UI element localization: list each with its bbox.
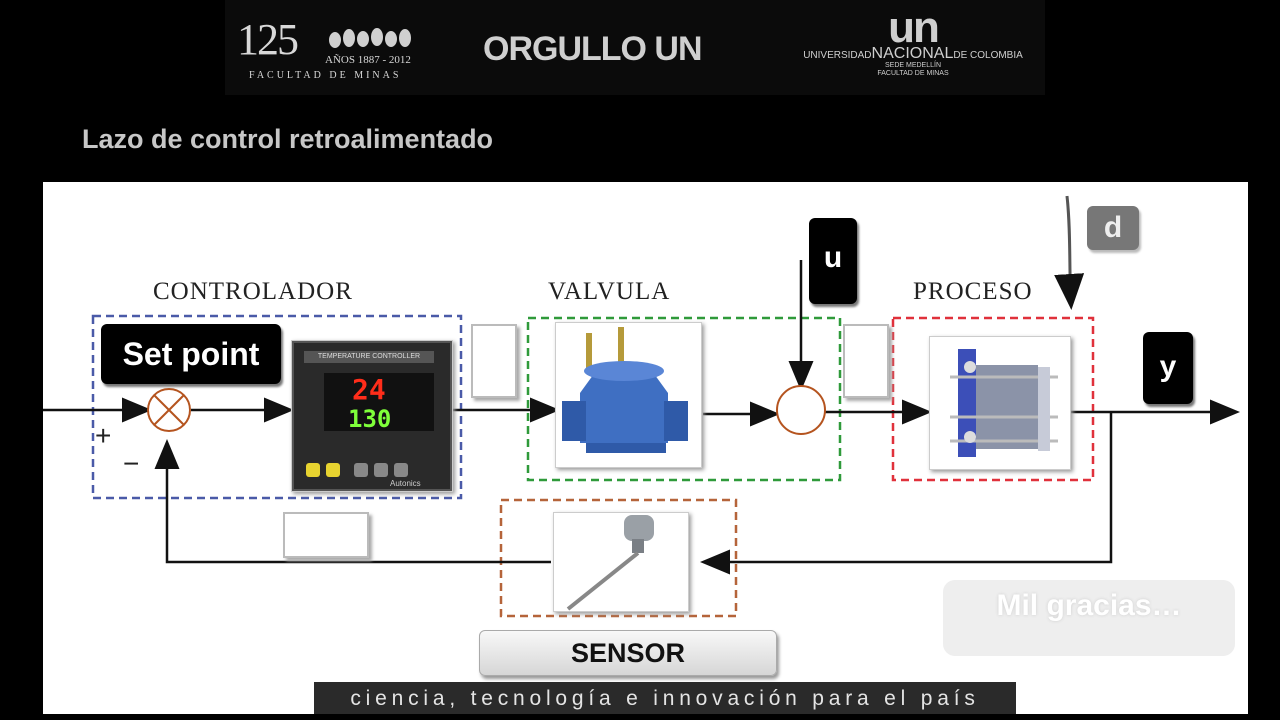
controller-display-header: TEMPERATURE CONTROLLER [304,351,434,363]
controller-label: CONTROLADOR [153,278,353,305]
d-disturbance-arrow [1054,195,1085,310]
sensor-block-border [499,498,738,618]
process-block-border [891,316,1095,482]
logo-125-years: AÑOS 1887 - 2012 [325,54,411,66]
logo-universidad-nacional: un UNIVERSIDADNACIONALDE COLOMBIA SEDE M… [803,3,1023,88]
logo-orgullo-un: ORGULLO UN [483,30,703,68]
empty-box-feedback [283,512,369,558]
logo-125-faculty: FACULTAD DE MINAS [249,70,402,81]
logo-un-faculty: FACULTAD DE MINAS [877,70,949,77]
controller-sv-value: 130 [348,405,392,433]
logo-125-portraits [329,28,411,48]
logo-125-anos: 125 AÑOS 1887 - 2012 FACULTAD DE MINAS [237,18,417,88]
logo-un-name-post: DE COLOMBIA [953,50,1023,61]
control-loop-diagram: CONTROLADOR VALVULA PROCESO + − TEMPERAT… [43,182,1248,714]
u-tag: u [809,218,857,304]
temperature-sensor-image [553,512,689,612]
controller-pv-value: 24 [352,373,386,406]
logo-un-sede: SEDE MEDELLÍN [884,62,942,69]
logo-un-name-main: NACIONAL [871,45,954,62]
d-tag: d [1087,206,1139,250]
thanks-watermark: Mil gracias… [943,580,1235,656]
diagram-lines [43,195,1240,618]
logo-125-number: 125 [237,15,299,64]
footer-slogan: ciencia, tecnología e innovación para el… [314,682,1016,714]
set-point-tag: Set point [101,324,281,384]
empty-box-valve-process [843,324,889,398]
logo-un-mark: un [888,3,940,52]
controller-brand: Autonics [390,479,421,488]
header-banner: 125 AÑOS 1887 - 2012 FACULTAD DE MINAS O… [225,0,1045,95]
sensor-label-button[interactable]: SENSOR [479,630,777,676]
valve-label: VALVULA [548,278,671,305]
valve-block-border [526,316,842,482]
logo-un-name-pre: UNIVERSIDAD [803,50,872,61]
logo-un-name: UNIVERSIDADNACIONALDE COLOMBIA [803,45,1023,62]
temperature-controller-image: TEMPERATURE CONTROLLER 24 130 Autonics [291,340,453,492]
disturbance-summing-point [776,385,826,435]
empty-box-controller-valve [471,324,517,398]
summing-junction [147,388,191,432]
controller-block-border [91,314,463,500]
process-label: PROCESO [913,278,1033,305]
y-tag: y [1143,332,1193,404]
heat-exchanger-image [929,336,1071,470]
feedback-line-to-summer [154,439,551,564]
valve-image [555,322,702,468]
feedback-line-from-output [700,412,1113,575]
page-title: Lazo de control retroalimentado [82,124,494,154]
plus-sign: + [95,420,112,451]
minus-sign: − [123,448,140,479]
